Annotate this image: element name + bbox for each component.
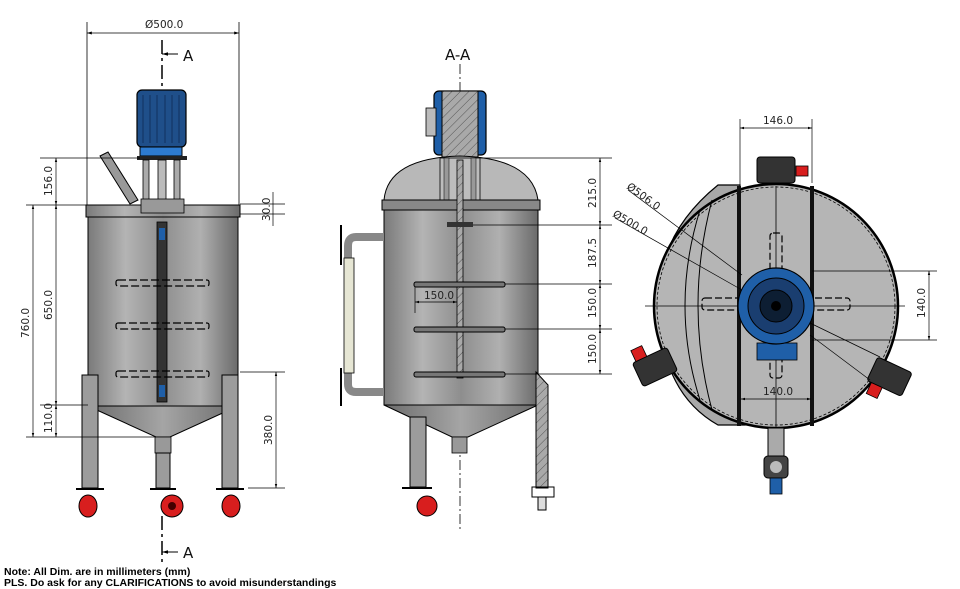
note-clarifications: PLS. Do ask for any CLARIFICATIONS to av… xyxy=(4,577,337,589)
dim-motor-mount-width: 140.0 xyxy=(763,386,793,398)
dim-cone-height: 110.0 xyxy=(43,403,55,433)
section-marker-bottom: A xyxy=(183,544,194,562)
caster-left xyxy=(630,345,678,387)
dim-body-height: 650.0 xyxy=(43,290,55,320)
dim-blade-spacing-2: 150.0 xyxy=(587,334,599,364)
dim-blade-spacing-1: 150.0 xyxy=(587,288,599,318)
dim-diameter: Ø500.0 xyxy=(145,19,183,31)
dim-caster-width: 146.0 xyxy=(763,115,793,127)
dim-leg-height: 380.0 xyxy=(263,415,275,445)
top-view: 146.0 Ø506.0 Ø500.0 140.0 140.0 xyxy=(611,115,937,495)
dim-inner-diameter: Ø500.0 xyxy=(611,208,650,238)
caster-top xyxy=(756,156,809,184)
section-title: A-A xyxy=(445,46,471,64)
section-view: A-A xyxy=(340,46,612,530)
note-units: Note: All Dim. are in millimeters (mm) xyxy=(4,566,191,578)
dim-first-blade-spacing: 187.5 xyxy=(587,238,599,268)
dim-top-height: 156.0 xyxy=(43,166,55,196)
front-view: Ø500.0 A xyxy=(20,19,285,565)
caster-right xyxy=(865,357,912,400)
wheel-icon xyxy=(221,494,241,518)
dim-blade-length: 150.0 xyxy=(424,290,454,302)
dim-outer-diameter: Ø506.0 xyxy=(624,181,662,213)
wheel-icon xyxy=(78,494,98,518)
dim-motor-mount-height: 140.0 xyxy=(916,288,928,318)
dim-total-height: 760.0 xyxy=(20,308,32,338)
dim-dome-height: 215.0 xyxy=(587,178,599,208)
section-marker-top: A xyxy=(183,47,194,65)
dim-lid-height: 30.0 xyxy=(261,198,273,221)
wheel-icon xyxy=(416,495,438,517)
